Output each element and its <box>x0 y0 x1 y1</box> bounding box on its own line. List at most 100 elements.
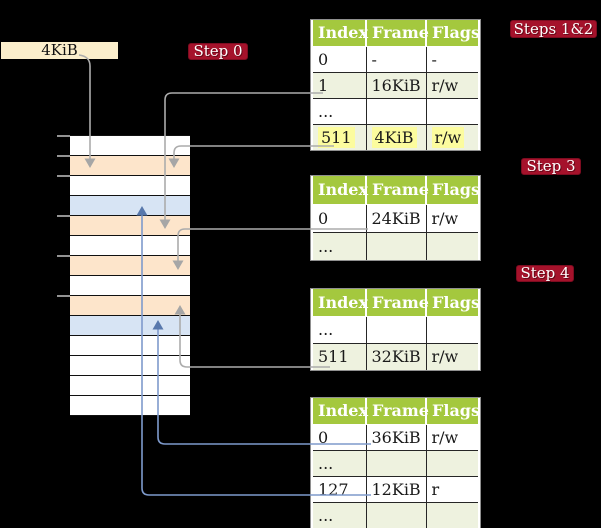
table-cell: ... <box>318 320 334 339</box>
column-header: Index <box>313 289 368 317</box>
table-cell: r/w <box>425 71 478 98</box>
table-cell <box>425 231 478 260</box>
memory-frame-3 <box>70 196 190 216</box>
column-header: Index <box>313 398 368 425</box>
table-cell: 4KiB <box>365 123 426 150</box>
memory-frame-10 <box>70 336 190 356</box>
table-cell: 1 <box>313 71 366 98</box>
table-cell: ... <box>313 97 366 124</box>
table-cell: 127 <box>313 475 366 502</box>
table-cell: 36KiB <box>365 424 426 450</box>
connector-line-t3-row511-to-frame <box>179 314 330 368</box>
memory-frame-13 <box>70 396 190 416</box>
memory-frame-11 <box>70 356 190 376</box>
frame-size-label-box: 4KiB <box>1 42 118 59</box>
table-cell: 0 <box>318 208 329 228</box>
memory-tick-3 <box>57 215 70 217</box>
table-row: ... <box>313 231 478 260</box>
memory-tick-2 <box>57 175 70 177</box>
memory-frame-8 <box>70 296 190 316</box>
table-cell <box>425 97 478 124</box>
memory-frame-7 <box>70 276 190 296</box>
highlighted-value: r/w <box>431 126 465 148</box>
column-header: Frame <box>365 398 429 425</box>
column-header: Flags <box>425 176 480 205</box>
column-header: Frame <box>365 289 429 317</box>
table-cell: 0 <box>318 427 329 447</box>
badge-step-3: Step 3 <box>521 158 581 175</box>
column-header: Index <box>313 176 368 205</box>
memory-frame-0 <box>70 136 190 156</box>
memory-tick-5 <box>57 295 70 297</box>
table-cell: 511 <box>313 123 366 150</box>
table-cell <box>425 316 478 343</box>
table-row: ... <box>313 97 478 124</box>
table-cell <box>365 97 426 124</box>
table-row: ... <box>313 316 478 343</box>
memory-frame-1 <box>70 156 190 176</box>
memory-frame-5 <box>70 236 190 256</box>
table-cell: 32KiB <box>365 342 426 370</box>
table-cell: - <box>365 46 426 72</box>
memory-tick-0 <box>57 135 70 137</box>
table-cell: r/w <box>425 424 478 450</box>
highlighted-value: 511 <box>318 126 355 148</box>
badge-step-0: Step 0 <box>188 43 248 60</box>
table-cell <box>365 501 426 528</box>
table-cell: 0 <box>318 49 329 69</box>
memory-frame-4 <box>70 216 190 236</box>
table-cell: ... <box>313 449 366 476</box>
table-row: ... <box>313 501 478 528</box>
column-header: Flags <box>425 398 480 425</box>
column-header: Frame <box>365 176 429 205</box>
table-cell: 24KiB <box>365 204 426 232</box>
highlighted-value: 4KiB <box>371 126 417 148</box>
table-cell: 16KiB <box>365 71 426 98</box>
memory-frame-12 <box>70 376 190 396</box>
frame-size-label: 4KiB <box>41 41 78 59</box>
table-row: 0 -- <box>313 46 478 72</box>
table-row: ... <box>313 449 478 476</box>
table-cell: 12KiB <box>365 475 426 502</box>
badge-step-4: Step 4 <box>516 265 574 282</box>
memory-tick-1 <box>57 155 70 157</box>
memory-frame-6 <box>70 256 190 276</box>
table-cell: 511 <box>313 342 366 370</box>
memory-tick-4 <box>57 255 70 257</box>
table-cell: r/w <box>425 204 478 232</box>
table-cell <box>365 449 426 476</box>
table-cell: r <box>425 475 478 502</box>
memory-frame-9 <box>70 316 190 336</box>
badge-steps-1-2: Steps 1&2 <box>510 20 597 38</box>
table-cell: ... <box>313 501 366 528</box>
table-cell: - <box>425 46 478 72</box>
table-cell <box>365 316 426 343</box>
table-cell <box>365 231 426 260</box>
table-row: 511 4KiB r/w <box>313 123 478 150</box>
column-header: Flags <box>425 289 480 317</box>
column-header: Flags <box>425 20 480 47</box>
table-cell: r/w <box>425 342 478 370</box>
column-header: Frame <box>365 20 429 47</box>
table-cell <box>425 501 478 528</box>
column-header: Index <box>313 20 368 47</box>
table-cell: ... <box>313 231 366 260</box>
table-cell: r/w <box>425 123 478 150</box>
physical-memory-column <box>70 135 190 416</box>
table-cell <box>425 449 478 476</box>
